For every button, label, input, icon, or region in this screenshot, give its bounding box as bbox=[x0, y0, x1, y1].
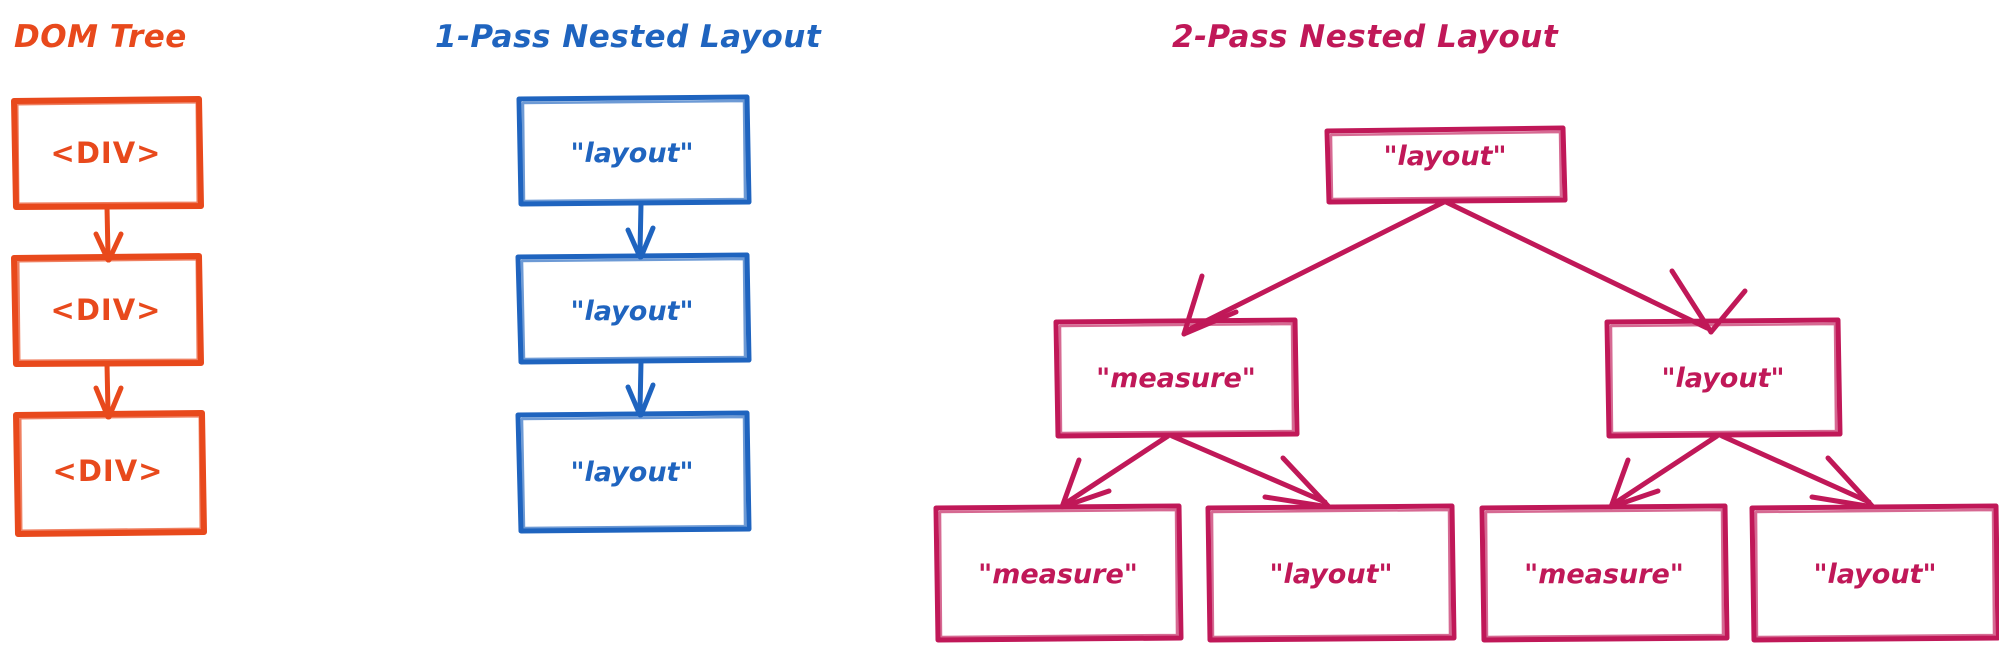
twopass-node-root-label: "layout" bbox=[1383, 141, 1506, 172]
onepass-arrow-1-2 bbox=[625, 201, 656, 260]
twopass-node-l2-left-label: "measure" bbox=[1096, 363, 1256, 394]
dom-node-3[interactable]: <DIV> bbox=[13, 410, 207, 537]
section-one-pass: 1-Pass Nested Layout "layout" "layout" bbox=[435, 19, 822, 534]
twopass-edge-l2right-leaf4 bbox=[1719, 433, 1876, 510]
onepass-node-3-label: "layout" bbox=[570, 457, 693, 488]
twopass-node-l2-right[interactable]: "layout" bbox=[1604, 317, 1843, 439]
onepass-node-1[interactable]: "layout" bbox=[516, 94, 752, 207]
section-title-dom-tree: DOM Tree bbox=[14, 19, 187, 55]
twopass-node-leaf-4-label: "layout" bbox=[1813, 559, 1936, 590]
dom-node-3-label: <DIV> bbox=[53, 454, 164, 488]
twopass-edge-l2left-leaf1 bbox=[1059, 433, 1171, 510]
section-title-one-pass: 1-Pass Nested Layout bbox=[435, 19, 822, 55]
twopass-node-leaf-4[interactable]: "layout" bbox=[1749, 503, 1999, 643]
twopass-node-l2-right-label: "layout" bbox=[1661, 363, 1784, 394]
twopass-node-leaf-1[interactable]: "measure" bbox=[933, 503, 1184, 643]
onepass-node-2-label: "layout" bbox=[570, 296, 693, 327]
twopass-edge-l2right-leaf3 bbox=[1608, 433, 1720, 510]
onepass-node-2[interactable]: "layout" bbox=[515, 252, 752, 365]
twopass-node-leaf-1-label: "measure" bbox=[978, 559, 1138, 590]
dom-node-2[interactable]: <DIV> bbox=[11, 253, 204, 367]
twopass-node-leaf-3[interactable]: "measure" bbox=[1479, 503, 1730, 643]
dom-arrow-2-3 bbox=[93, 361, 124, 420]
twopass-edge-root-right bbox=[1443, 199, 1748, 335]
section-dom-tree: DOM Tree <DIV> <DIV> bbox=[11, 19, 207, 537]
twopass-node-leaf-2[interactable]: "layout" bbox=[1205, 503, 1457, 643]
twopass-node-leaf-3-label: "measure" bbox=[1524, 559, 1684, 590]
onepass-node-1-label: "layout" bbox=[570, 138, 693, 169]
twopass-node-root[interactable]: "layout" bbox=[1324, 125, 1568, 205]
dom-node-1[interactable]: <DIV> bbox=[11, 96, 204, 210]
section-title-two-pass: 2-Pass Nested Layout bbox=[1172, 19, 1559, 55]
twopass-edge-root-left bbox=[1181, 199, 1447, 337]
twopass-node-l2-left[interactable]: "measure" bbox=[1053, 317, 1300, 439]
onepass-arrow-2-3 bbox=[625, 359, 656, 418]
twopass-node-leaf-2-label: "layout" bbox=[1269, 559, 1392, 590]
dom-arrow-1-2 bbox=[93, 204, 124, 263]
onepass-node-3[interactable]: "layout" bbox=[515, 410, 752, 534]
section-two-pass: 2-Pass Nested Layout "layout" bbox=[933, 19, 1999, 643]
dom-node-1-label: <DIV> bbox=[51, 136, 162, 170]
twopass-edge-l2left-leaf2 bbox=[1169, 433, 1332, 510]
dom-node-2-label: <DIV> bbox=[51, 293, 162, 327]
